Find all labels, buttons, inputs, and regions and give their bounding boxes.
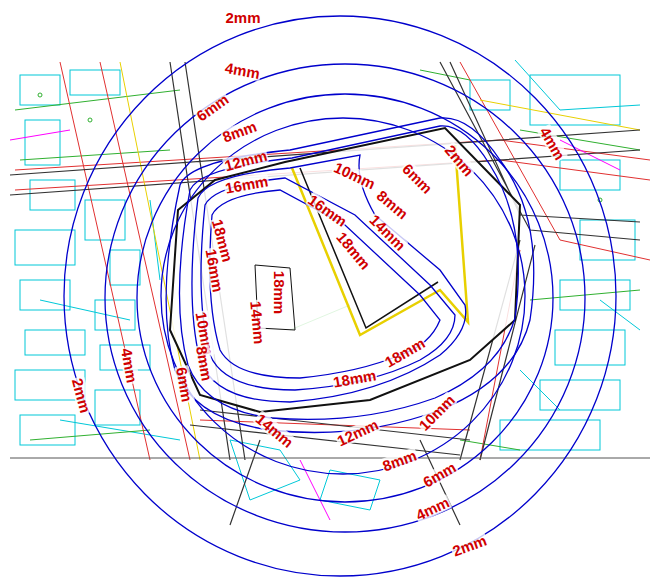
contour-value: 14mm — [253, 410, 297, 451]
contour-value: 4mm — [413, 493, 453, 522]
contour-value: 6mm — [420, 458, 460, 490]
contour-value: 2mm — [450, 532, 490, 559]
contour-value: 2mm — [224, 10, 261, 25]
contour-value: 4mm — [119, 345, 140, 384]
contour-value: 2mm — [70, 375, 94, 415]
contour-value: 8mm — [380, 447, 420, 474]
contour-value: 4mm — [223, 59, 262, 80]
contour-value: 18mm — [272, 269, 287, 314]
contour-value: 14mm — [249, 299, 268, 345]
contour-value: 6mm — [194, 90, 233, 124]
